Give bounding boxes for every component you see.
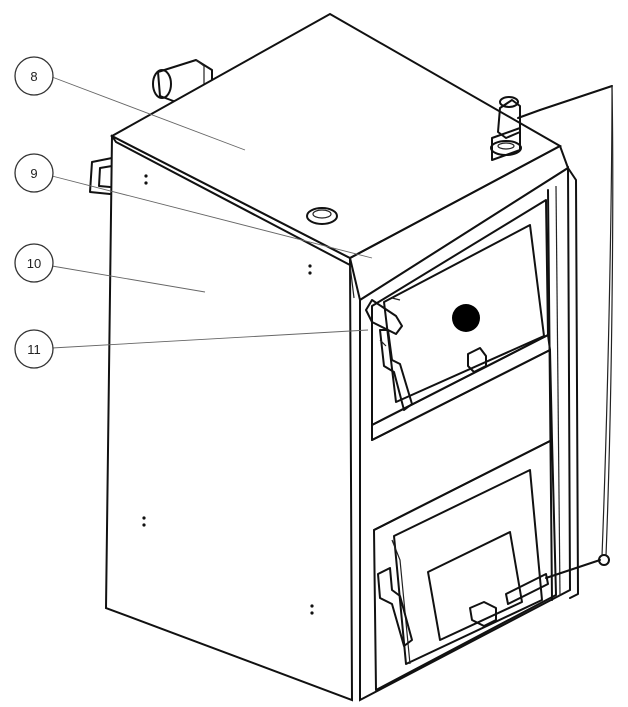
lower-door-handle — [377, 567, 549, 647]
sight-glass — [452, 304, 480, 332]
lower-door — [373, 439, 557, 691]
callout-11-label: 11 — [27, 342, 41, 357]
panel-screws — [142, 174, 314, 615]
leader-line-10 — [51, 265, 206, 293]
draft-regulator — [490, 96, 541, 161]
top-cap — [306, 207, 338, 225]
front-frame — [359, 166, 572, 702]
upper-door-handle — [365, 299, 413, 411]
leader-line-11 — [51, 329, 369, 349]
leader-line-9 — [51, 175, 373, 259]
callout-9: 9 — [14, 153, 54, 193]
callout-9-label: 9 — [30, 166, 37, 181]
callout-10: 10 — [14, 243, 54, 283]
regulator-chain — [539, 85, 614, 579]
callout-8-label: 8 — [30, 69, 37, 84]
callout-11: 11 — [14, 329, 54, 369]
side-handle — [89, 157, 113, 195]
leader-line-8 — [51, 76, 246, 151]
callout-10-label: 10 — [27, 256, 41, 271]
callout-8: 8 — [14, 56, 54, 96]
